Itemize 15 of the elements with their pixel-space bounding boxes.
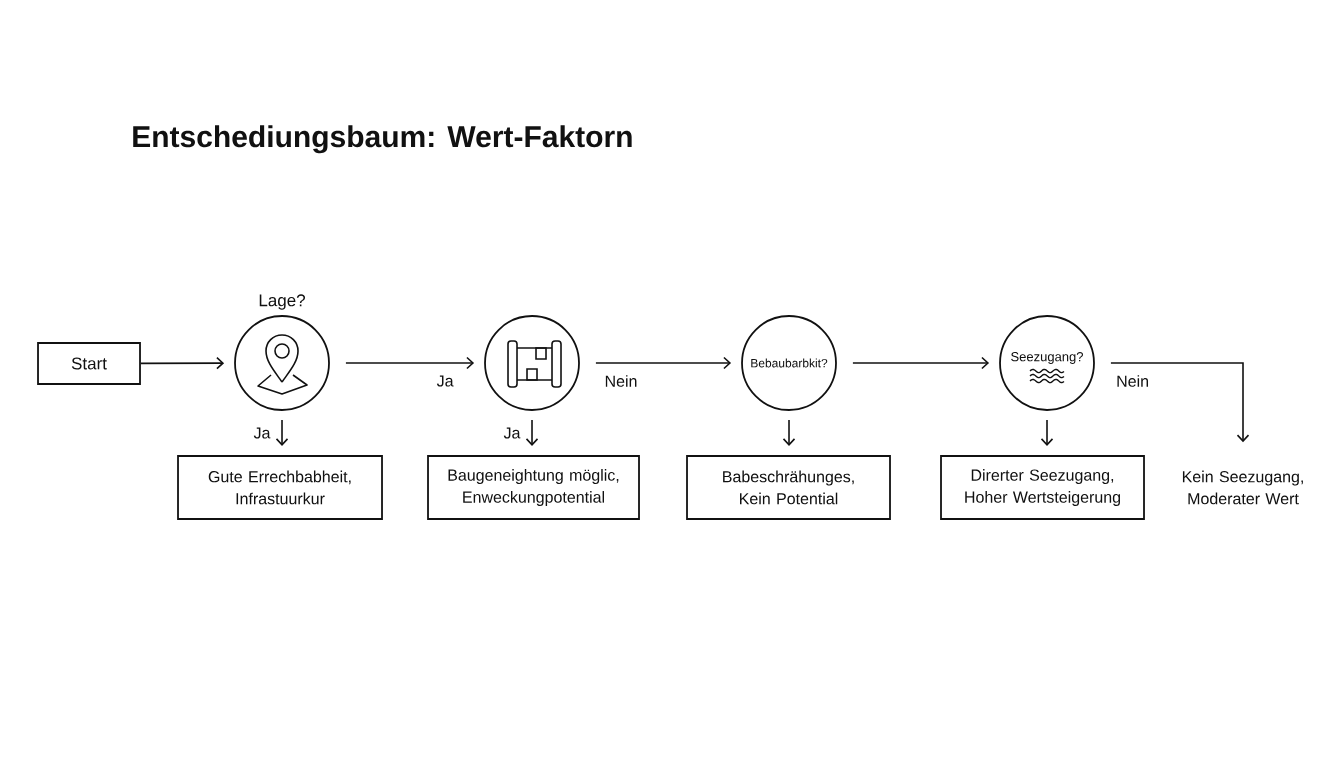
result-text: Kein Seezugang, Moderater Wert — [1182, 470, 1303, 505]
edge-label: Nein — [1115, 374, 1151, 388]
result-box: Direrter Seezugang, Hoher Wertsteigerung — [940, 455, 1145, 520]
edge-label: Ja — [502, 426, 522, 440]
edge-label: Ja — [252, 426, 272, 440]
question-text: Seezugang? — [1011, 352, 1083, 364]
edge-label: Ja — [435, 374, 455, 388]
result-box: Babeschrähunges, Kein Potential — [686, 455, 891, 520]
title: Entschediungsbaum: Wert-Faktorn — [133, 125, 632, 154]
edge-label: Nein — [603, 374, 639, 388]
result-box: Baugeneightung möglic, Enweckungpotential — [427, 455, 640, 520]
question-text: Lage? — [259, 294, 305, 310]
result-box: Gute Errechbabheit, Infrastuurkur — [177, 455, 383, 520]
start-box: Start — [37, 342, 141, 385]
question-text: Bebaubarbkit? — [751, 358, 828, 368]
